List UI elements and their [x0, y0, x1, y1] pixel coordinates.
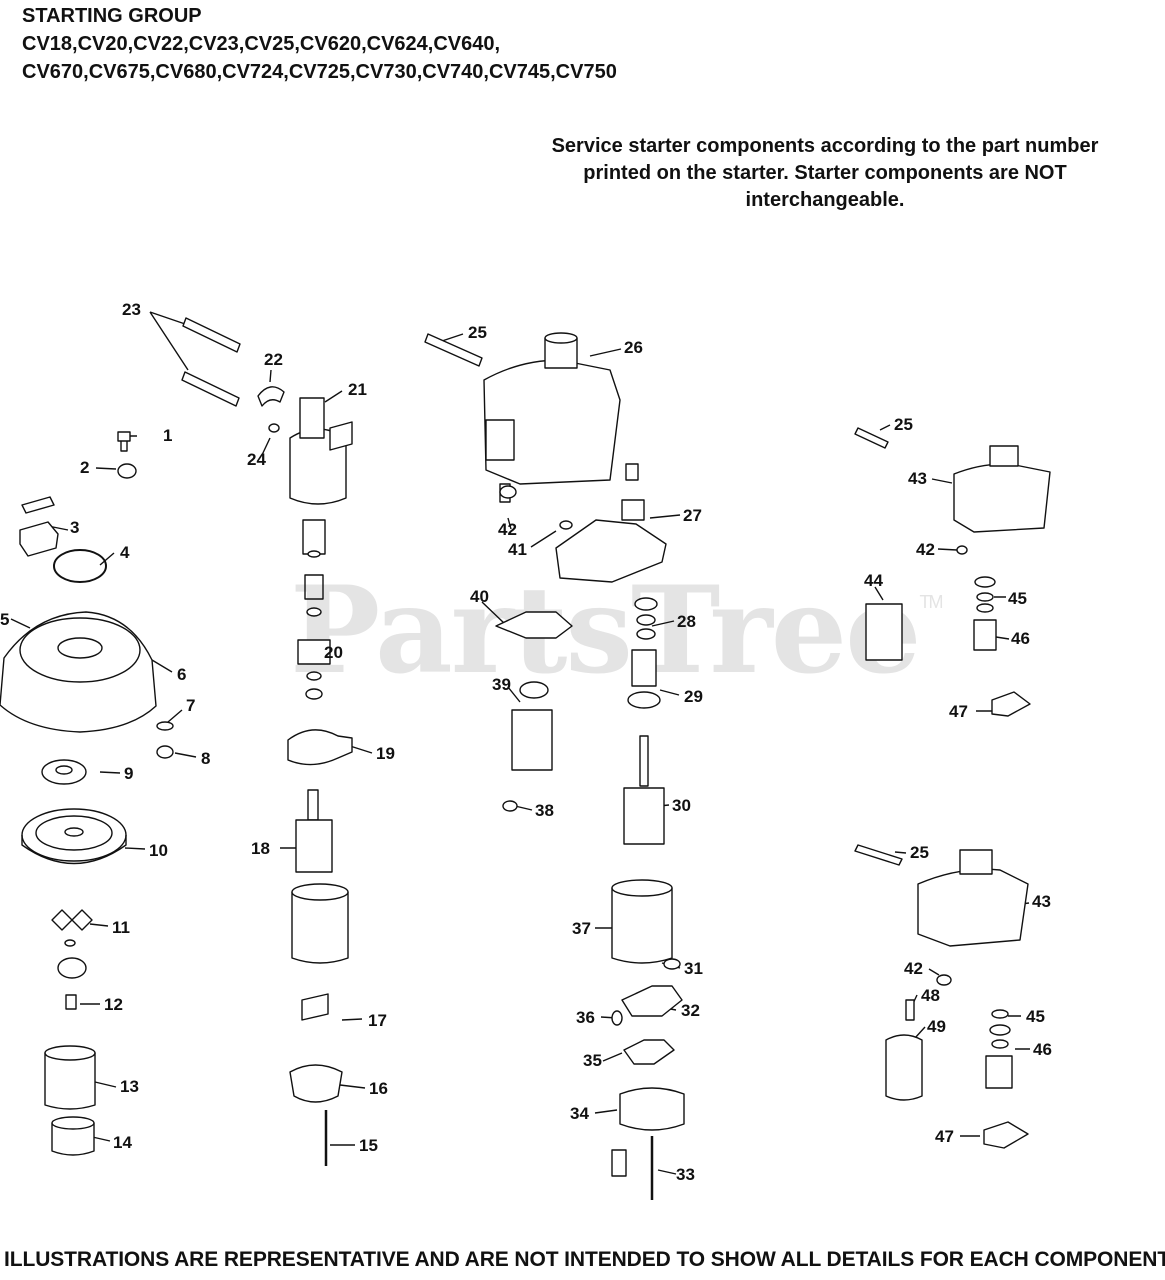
callout-42-c: 42 — [904, 959, 923, 978]
callout-11: 11 — [112, 918, 130, 937]
callout-21: 21 — [348, 380, 367, 399]
callout-23: 23 — [122, 300, 141, 319]
callout-22: 22 — [264, 350, 283, 369]
starter-motor-c-parts — [854, 427, 1051, 1149]
callout-45-a: 45 — [1008, 589, 1027, 608]
service-note-line-3: interchangeable. — [745, 189, 905, 211]
service-note-line-1: Service starter components according to … — [551, 135, 1099, 157]
callout-5: 5 — [0, 610, 10, 629]
callout-12: 12 — [104, 995, 123, 1014]
callout-31: 31 — [684, 959, 703, 978]
callout-27: 27 — [683, 506, 702, 525]
callout-41: 41 — [508, 540, 527, 559]
callout-7: 7 — [186, 696, 196, 715]
callout-25-c: 25 — [910, 843, 929, 862]
disclaimer-footer: ILLUSTRATIONS ARE REPRESENTATIVE AND ARE… — [4, 1248, 1165, 1271]
callout-1: 1 — [163, 426, 173, 445]
callout-26: 26 — [624, 338, 643, 357]
callout-46-b: 46 — [1033, 1040, 1052, 1059]
callout-16: 16 — [369, 1079, 388, 1098]
callout-8: 8 — [201, 749, 211, 768]
callout-24: 24 — [247, 450, 266, 469]
service-note-line-2: printed on the starter. Starter componen… — [583, 162, 1067, 184]
callout-14: 14 — [113, 1133, 132, 1152]
callout-4: 4 — [120, 543, 130, 562]
callout-28: 28 — [677, 612, 696, 631]
callout-44: 44 — [864, 571, 883, 590]
callout-46-a: 46 — [1011, 629, 1030, 648]
callout-37: 37 — [572, 919, 591, 938]
callout-49: 49 — [927, 1017, 946, 1036]
callout-20: 20 — [324, 643, 343, 662]
starter-motor-a-parts — [181, 317, 353, 1166]
callout-42-b: 42 — [916, 540, 935, 559]
recoil-starter-parts — [0, 431, 174, 1156]
callout-32: 32 — [681, 1001, 700, 1020]
callout-10: 10 — [149, 841, 168, 860]
starter-motor-b-parts — [424, 332, 685, 1200]
callout-36: 36 — [576, 1008, 595, 1027]
watermark-logo: PartsTreeTM — [290, 560, 943, 701]
callout-25-a: 25 — [468, 323, 487, 342]
callout-40: 40 — [470, 587, 489, 606]
model-list-line-2: CV670,CV675,CV680,CV724,CV725,CV730,CV74… — [22, 61, 617, 83]
callout-6: 6 — [177, 665, 187, 684]
callout-13: 13 — [120, 1077, 139, 1096]
model-list-line-1: CV18,CV20,CV22,CV23,CV25,CV620,CV624,CV6… — [22, 33, 501, 55]
callout-3: 3 — [70, 518, 80, 537]
callout-25-b: 25 — [894, 415, 913, 434]
callout-35: 35 — [583, 1051, 602, 1070]
callout-47-a: 47 — [949, 702, 968, 721]
callout-19: 19 — [376, 744, 395, 763]
callout-33: 33 — [676, 1165, 695, 1184]
callout-17: 17 — [368, 1011, 387, 1030]
callout-43-b: 43 — [1032, 892, 1051, 911]
callout-15: 15 — [359, 1136, 378, 1155]
callout-9: 9 — [124, 764, 134, 783]
service-note: Service starter components according to … — [505, 133, 1145, 214]
callout-39: 39 — [492, 675, 511, 694]
diagram-header: STARTING GROUP CV18,CV20,CV22,CV23,CV25,… — [22, 2, 617, 86]
callout-2: 2 — [80, 458, 90, 477]
callout-29: 29 — [684, 687, 703, 706]
callout-42-a: 42 — [498, 520, 517, 539]
diagram-title: STARTING GROUP — [22, 5, 202, 27]
callout-34: 34 — [570, 1104, 589, 1123]
callout-43-a: 43 — [908, 469, 927, 488]
callout-18: 18 — [251, 839, 270, 858]
callout-30: 30 — [672, 796, 691, 815]
callout-48: 48 — [921, 986, 940, 1005]
callout-45-b: 45 — [1026, 1007, 1045, 1026]
callout-47-b: 47 — [935, 1127, 954, 1146]
callout-38: 38 — [535, 801, 554, 820]
